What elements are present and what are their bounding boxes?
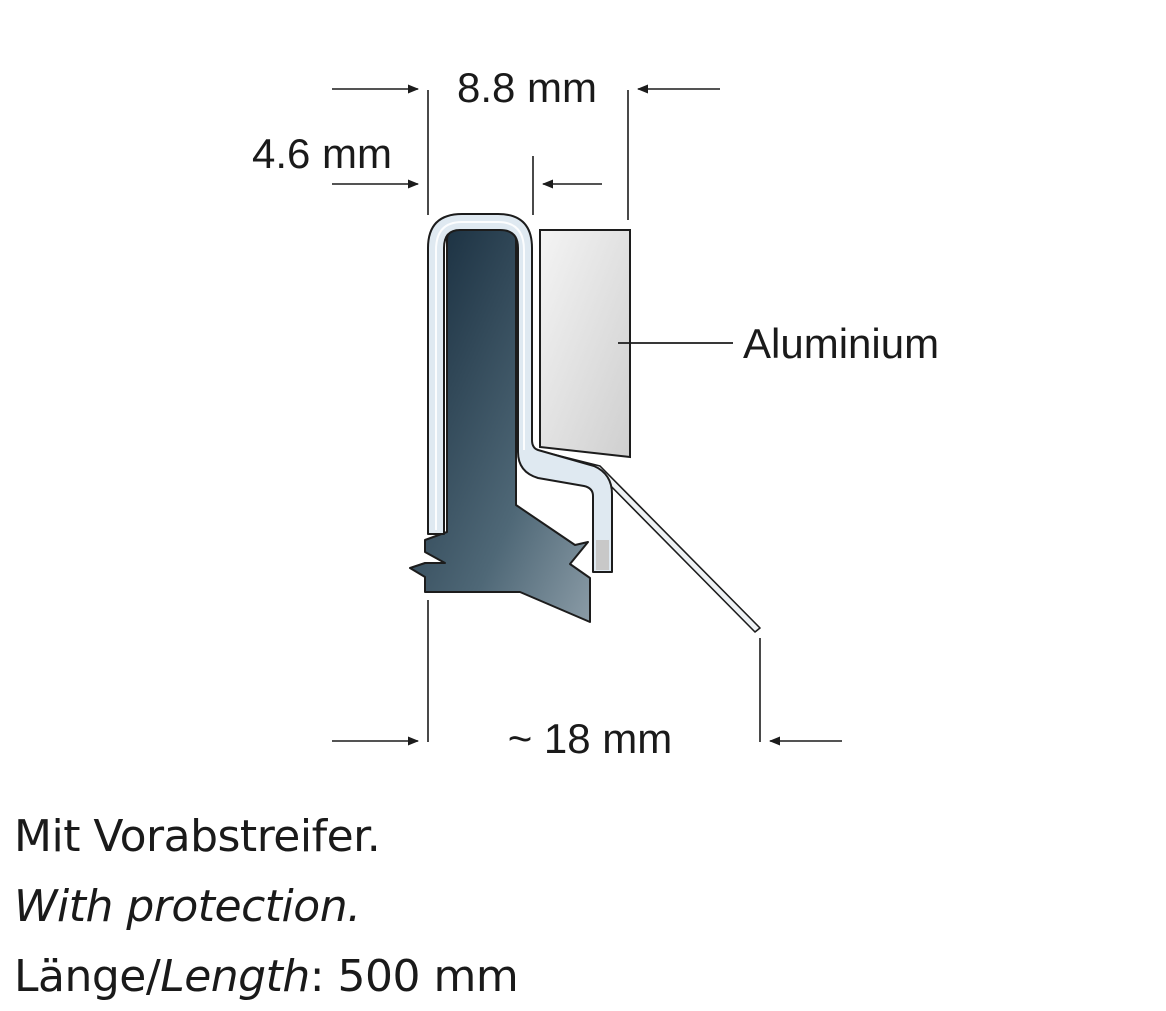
clip-highlight [435, 221, 525, 530]
dim-label-18mm: ~ 18 mm [508, 715, 673, 762]
caption-line-german: Mit Vorabstreifer. [14, 811, 381, 862]
dimension-arrows [332, 84, 842, 746]
clip-leg-shade [596, 540, 609, 570]
aluminium-plate [539, 229, 631, 459]
length-label-english: Length [160, 951, 310, 1002]
length-value: : 500 mm [309, 951, 519, 1002]
extension-lines [427, 90, 761, 742]
aluminium-label: Aluminium [743, 320, 939, 367]
caption-line-length: Länge/Length: 500 mm [14, 955, 519, 999]
caption-line-english: With protection. [14, 881, 361, 932]
length-label-german: Länge/ [14, 951, 161, 1002]
dim-label-8-8mm: 8.8 mm [457, 64, 597, 111]
dim-label-4-6mm: 4.6 mm [252, 130, 392, 177]
seal-profile-diagram: 8.8 mm 4.6 mm ~ 18 mm Aluminium [252, 64, 939, 762]
